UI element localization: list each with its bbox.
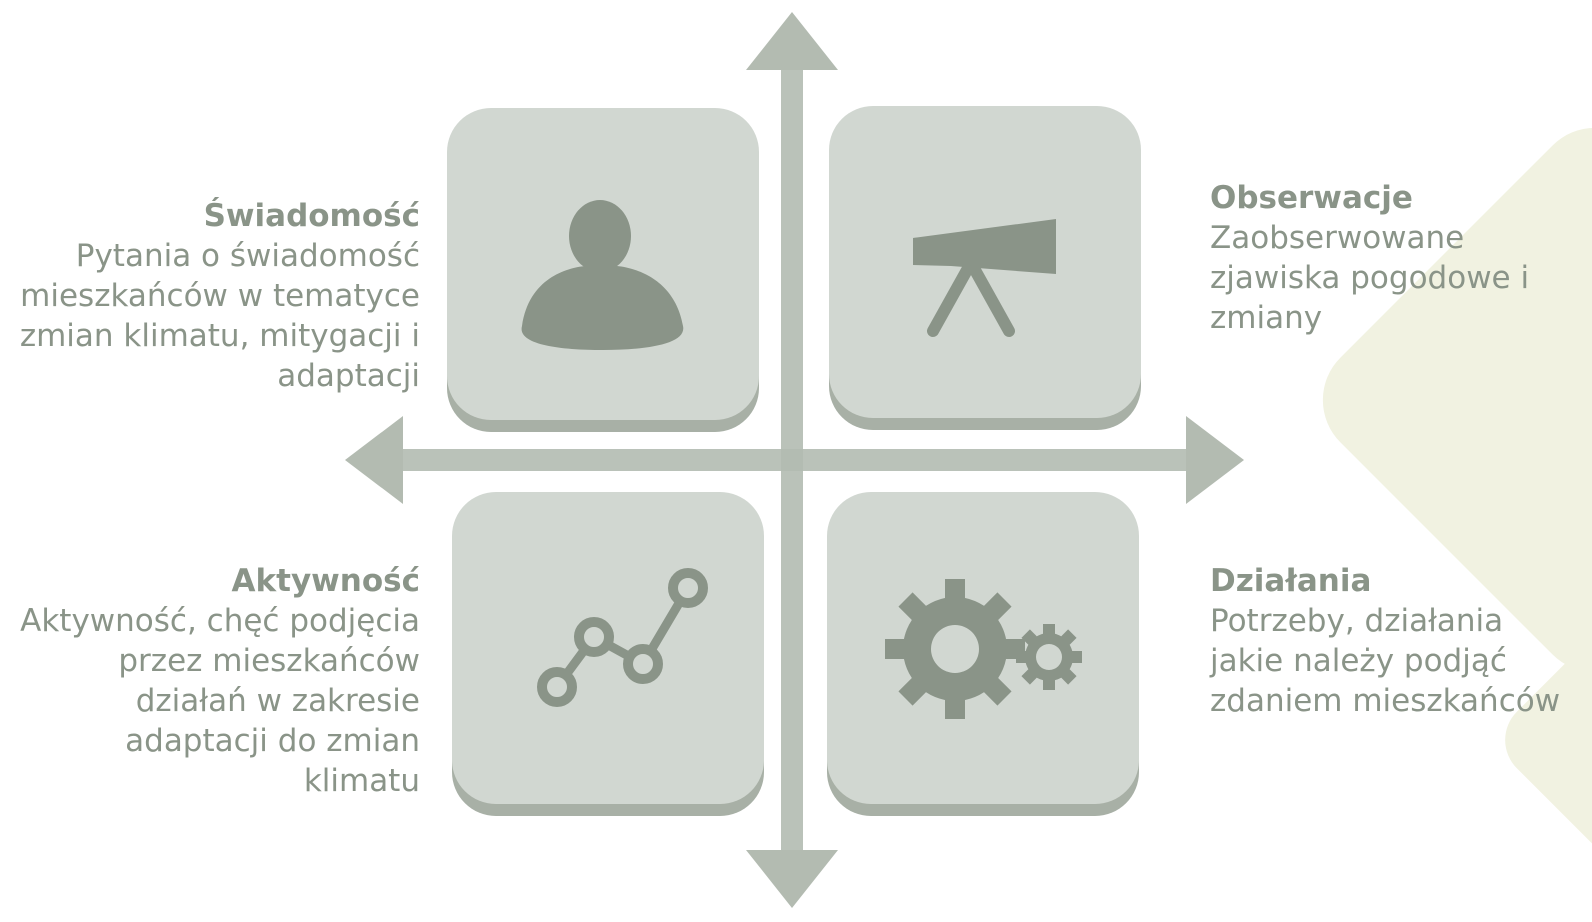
gears-icon (885, 579, 1082, 719)
observations-title: Obserwacje (1210, 180, 1413, 216)
actions-description: Potrzeby, działania jakie należy podjąć … (1210, 603, 1561, 719)
arrow-up-icon (746, 12, 838, 70)
person-icon (521, 200, 684, 350)
activity-description: Aktywność, chęć podjęcia przez mieszkańc… (20, 603, 420, 799)
arrow-down-icon (746, 850, 838, 908)
label-actions: Działania Potrzeby, działania jakie nale… (1210, 561, 1580, 721)
label-awareness: Świadomość Pytania o świadomość mieszkań… (10, 196, 420, 396)
tile-awareness (447, 108, 759, 420)
tile-activity (452, 492, 764, 804)
line-graph-icon (537, 568, 708, 707)
tile-observations (829, 106, 1141, 418)
telescope-icon (913, 219, 1056, 337)
observations-description: Zaobserwowane zjawiska pogodowe i zmiany (1210, 220, 1530, 336)
horizontal-axis (345, 416, 1244, 504)
tile-actions (827, 492, 1139, 804)
awareness-description: Pytania o świadomość mieszkańców w temat… (19, 238, 420, 394)
arrow-right-icon (1186, 416, 1244, 504)
arrow-left-icon (345, 416, 403, 504)
label-activity: Aktywność Aktywność, chęć podjęcia przez… (10, 561, 420, 801)
actions-title: Działania (1210, 563, 1372, 599)
awareness-title: Świadomość (203, 198, 420, 234)
activity-title: Aktywność (231, 563, 420, 599)
label-observations: Obserwacje Zaobserwowane zjawiska pogodo… (1210, 178, 1590, 338)
